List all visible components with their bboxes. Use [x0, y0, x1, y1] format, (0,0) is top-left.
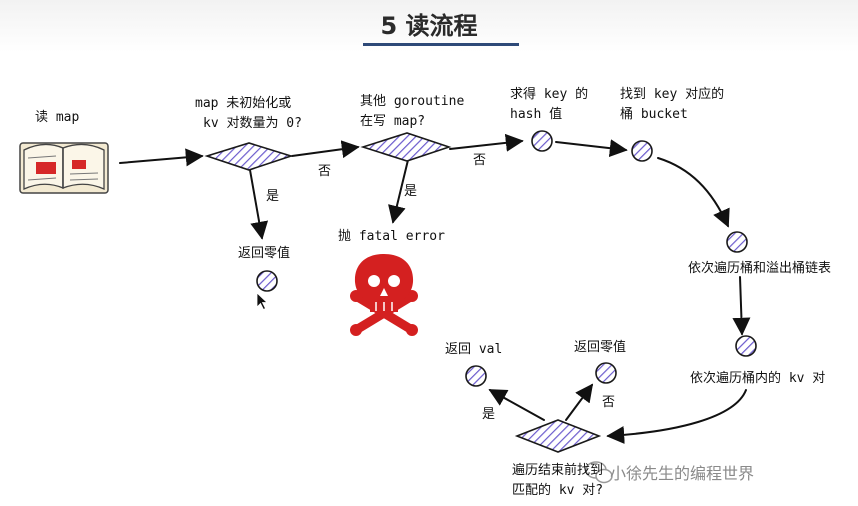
label-return-zero-1: 返回零值 [238, 246, 291, 261]
arrow-traverse-to-kv [732, 276, 751, 336]
decision-q1-diamond [204, 142, 294, 171]
label-hash-line1: 求得 key 的 [510, 87, 589, 102]
label-bucket-line1: 找到 key 对应的 [620, 87, 725, 102]
label-q1-yes: 是 [266, 189, 280, 204]
node-return-val [465, 365, 487, 387]
label-q1-no: 否 [318, 164, 332, 179]
flow-arrows [119, 133, 751, 445]
label-hash-line2: hash 值 [510, 107, 563, 122]
title-underline [363, 43, 519, 46]
watermark: 小徐先生的编程世界 [610, 464, 755, 483]
node-return-zero-2 [595, 362, 617, 384]
arrow-q3-no [565, 383, 594, 421]
node-traverse-buckets [726, 231, 748, 253]
page-title: 5 读流程 [380, 12, 478, 40]
arrow-book-to-q1 [119, 148, 204, 167]
arrow-bucket-to-traverse [657, 157, 730, 228]
book-icon [19, 142, 109, 194]
node-bucket [631, 140, 653, 162]
decision-q3-diamond [514, 419, 602, 453]
label-q3-yes: 是 [482, 407, 496, 422]
label-q2-no: 否 [473, 153, 487, 168]
wechat-logo-icon [585, 461, 613, 484]
arrow-q1-no [291, 140, 360, 159]
arrow-kv-to-q3 [606, 389, 747, 445]
label-return-val: 返回 val [445, 342, 503, 357]
arrow-q2-no [449, 133, 524, 152]
node-hash [531, 130, 553, 152]
label-q2-line2: 在写 map? [360, 114, 426, 129]
label-read-map: 读 map [35, 110, 80, 125]
label-q3-line2: 匹配的 kv 对? [512, 483, 604, 498]
arrow-q1-yes [249, 169, 269, 240]
label-q3-no: 否 [602, 395, 616, 410]
node-return-zero-1 [256, 270, 278, 292]
label-q2-yes: 是 [404, 184, 418, 199]
arrow-q2-yes [388, 159, 409, 224]
label-traverse-kv: 依次遍历桶内的 kv 对 [690, 371, 826, 386]
label-q1-line2: kv 对数量为 0? [203, 116, 302, 131]
label-q1-line1: map 未初始化或 [195, 96, 292, 111]
node-traverse-kv [735, 335, 757, 357]
label-panic: 抛 fatal error [338, 229, 445, 244]
mouse-cursor-icon [256, 292, 269, 311]
label-return-zero-2: 返回零值 [574, 340, 627, 355]
arrow-q3-yes [488, 389, 545, 421]
skull-crossbones-icon [350, 254, 418, 336]
label-bucket-line2: 桶 bucket [620, 107, 688, 122]
arrow-hash-to-bucket [555, 139, 628, 158]
label-q3-line1: 遍历结束前找到 [512, 463, 604, 478]
decision-q2-diamond [360, 132, 452, 162]
label-q2-line1: 其他 goroutine [360, 94, 465, 109]
label-traverse-buckets: 依次遍历桶和溢出桶链表 [688, 261, 832, 276]
